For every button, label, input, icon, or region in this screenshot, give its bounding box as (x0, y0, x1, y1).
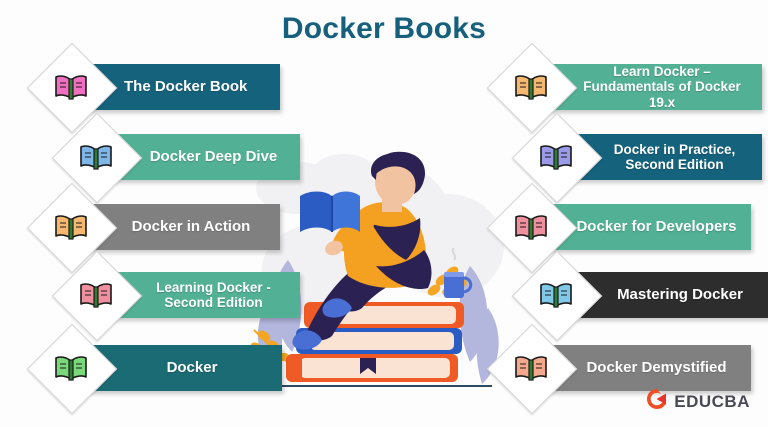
educba-circle-mark (646, 388, 668, 415)
book-item-label: Learn Docker – Fundamentals of Docker 19… (583, 64, 741, 110)
book-item-learn-docker-fundamentals[interactable]: Learn Docker – Fundamentals of Docker 19… (486, 42, 768, 134)
book-item-diamond (26, 323, 118, 415)
book-item-label: Docker (166, 358, 218, 376)
book-item-mastering-docker[interactable]: Mastering Docker (511, 250, 768, 342)
book-item-label: Learning Docker - Second Edition (156, 279, 271, 310)
book-item-bar[interactable]: Docker in Practice, Second Edition (555, 134, 762, 180)
book-item-docker-in-practice[interactable]: Docker in Practice, Second Edition (511, 112, 768, 204)
book-item-bar[interactable]: Docker for Developers (530, 204, 751, 250)
book-item-docker-demystified[interactable]: Docker Demystified (486, 323, 761, 415)
book-item-bar[interactable]: Learning Docker - Second Edition (95, 272, 300, 318)
book-item-label: Mastering Docker (617, 285, 743, 303)
book-item-bar[interactable]: Docker in Action (70, 204, 280, 250)
book-item-label: Docker in Action (131, 217, 251, 235)
book-item-docker-deep-dive[interactable]: Docker Deep Dive (51, 112, 310, 204)
book-item-docker[interactable]: Docker (26, 323, 292, 415)
educba-logo: EDUCBA (646, 388, 750, 415)
book-item-label: The Docker Book (124, 77, 248, 95)
book-item-bar[interactable]: Mastering Docker (555, 272, 768, 318)
book-item-docker-for-developers[interactable]: Docker for Developers (486, 182, 761, 274)
book-item-bar[interactable]: Docker Demystified (530, 345, 751, 391)
book-item-docker-in-action[interactable]: Docker in Action (26, 182, 290, 274)
book-item-label: Docker Deep Dive (149, 147, 278, 165)
page-title: Docker Books (281, 12, 487, 45)
book-item-label: Docker for Developers (576, 217, 737, 235)
book-item-label: Docker in Practice, Second Edition (613, 141, 736, 172)
book-item-label: Docker Demystified (586, 358, 727, 376)
educba-logo-text: EDUCBA (674, 391, 750, 411)
book-item-the-docker-book[interactable]: The Docker Book (26, 42, 290, 134)
book-item-learning-docker-second-edition[interactable]: Learning Docker - Second Edition (51, 250, 310, 342)
